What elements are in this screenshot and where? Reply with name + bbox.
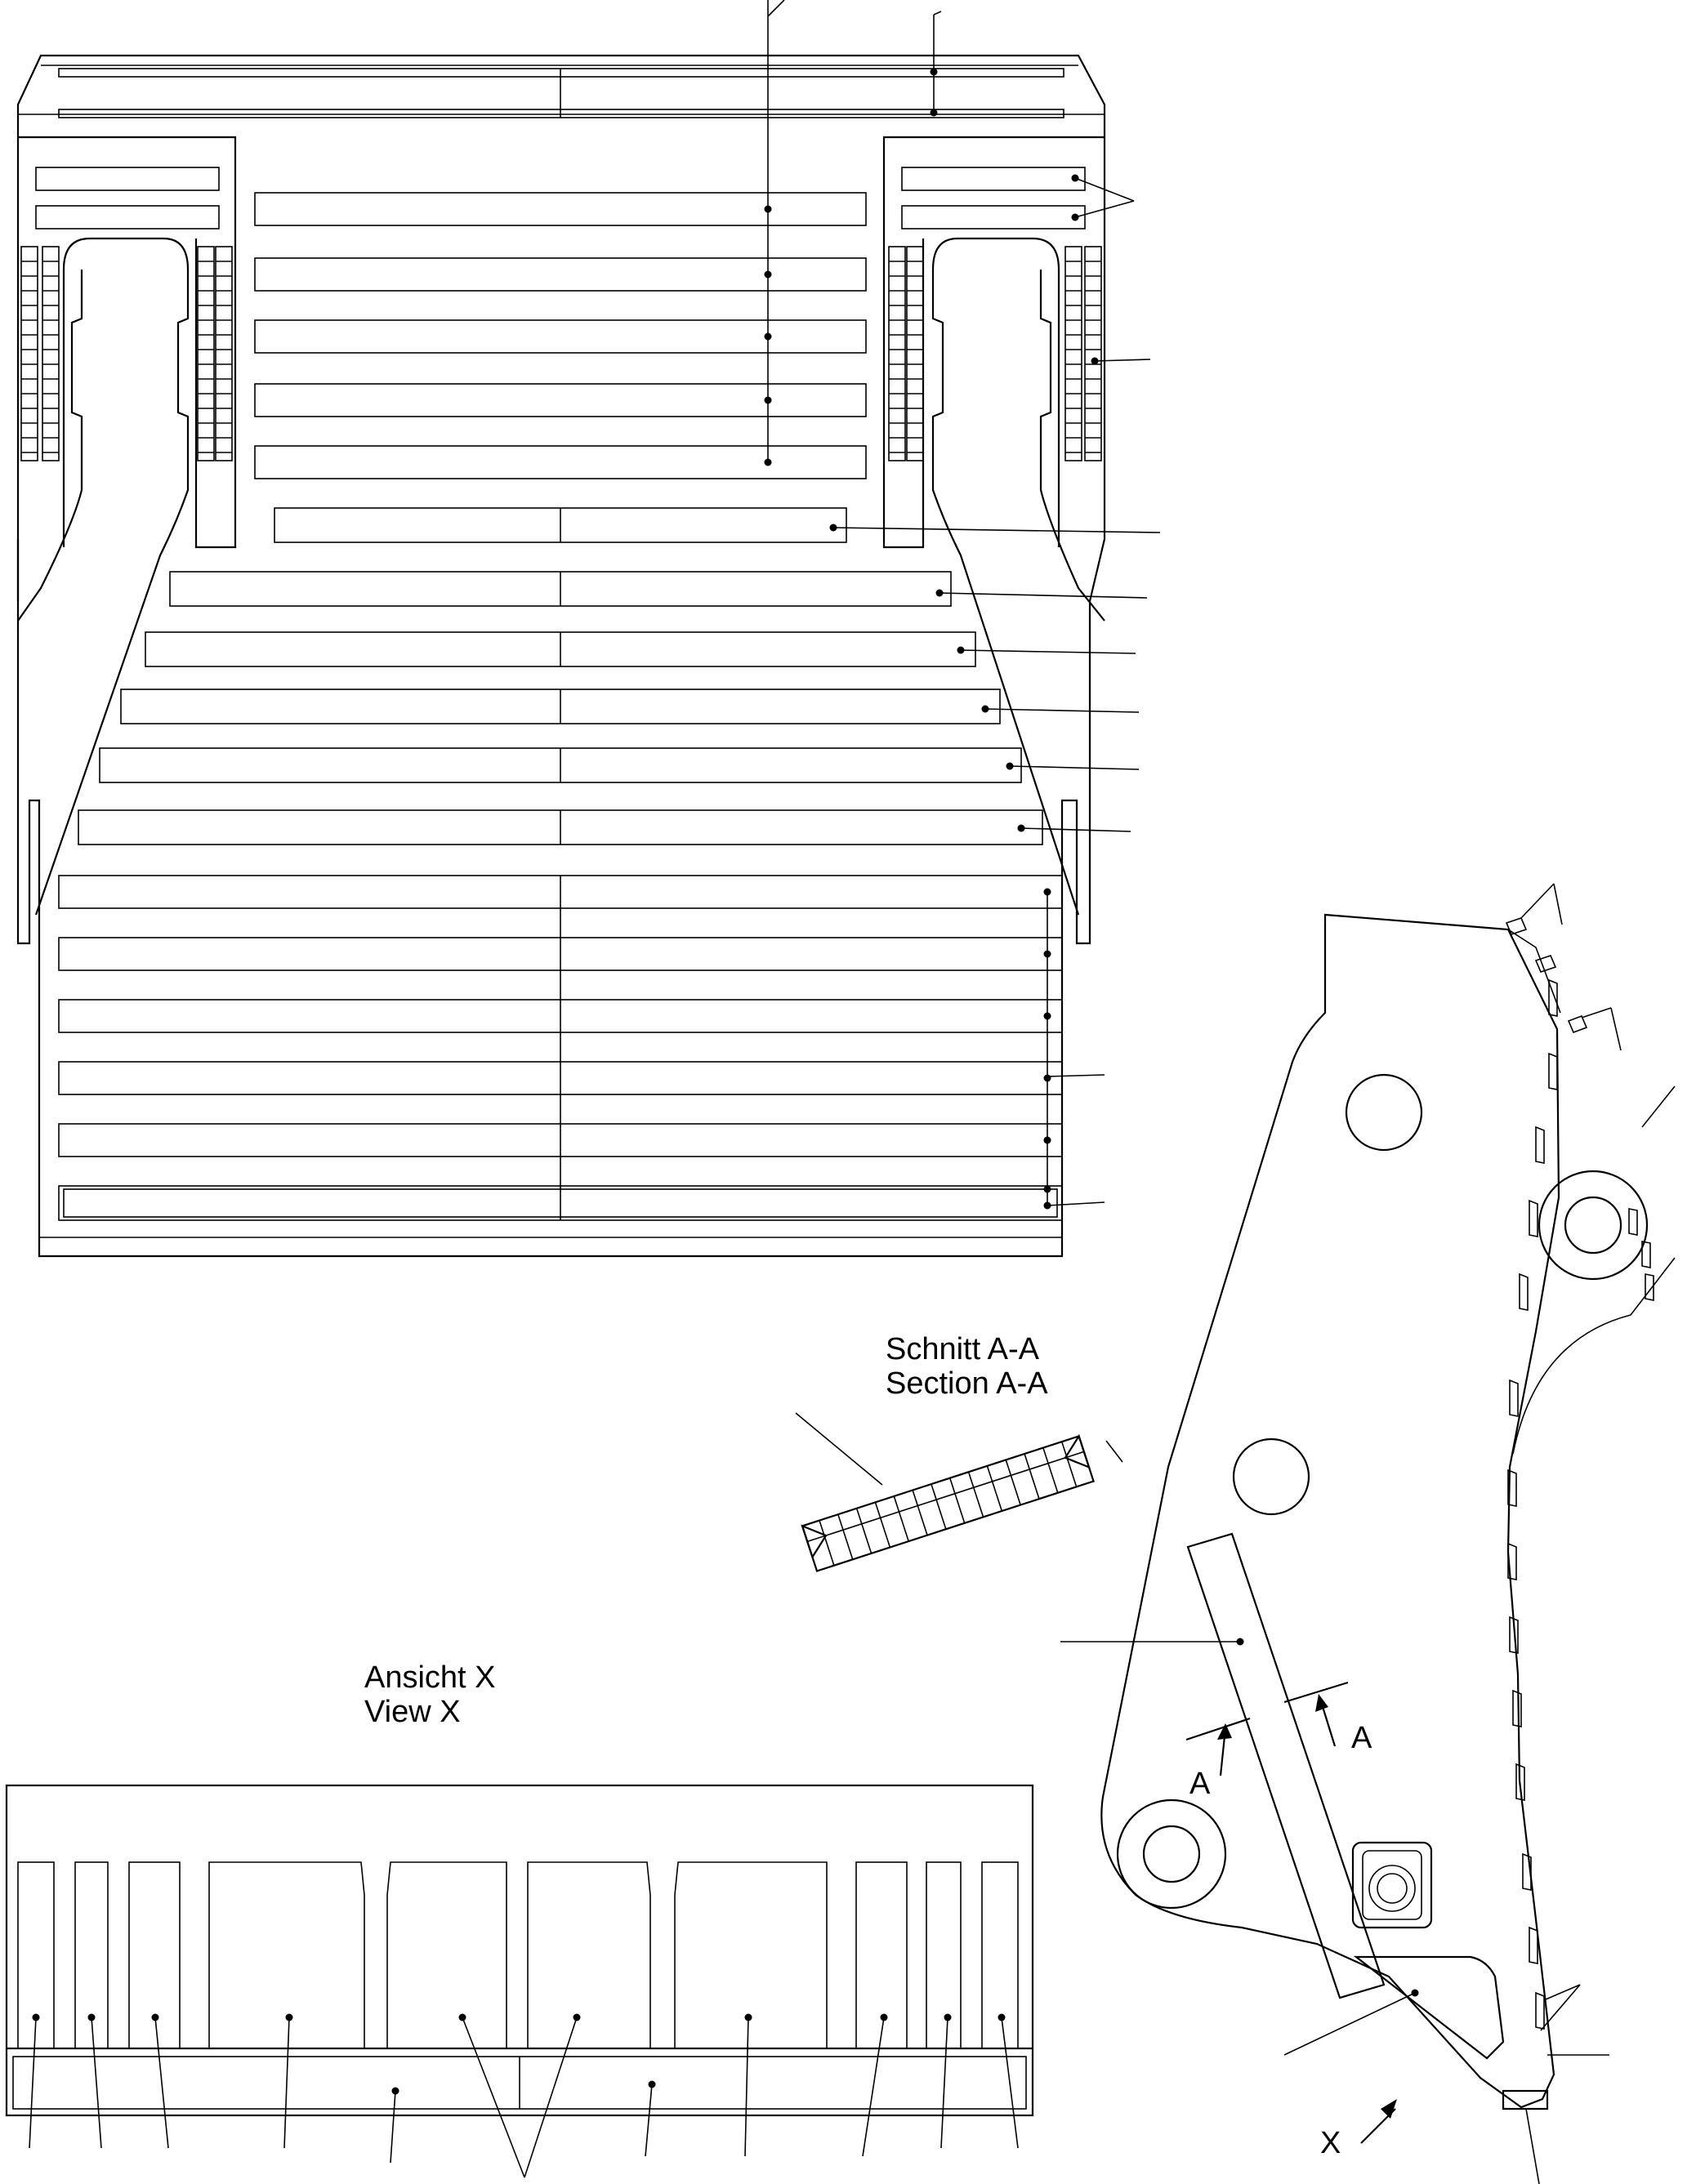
cut-plane-marks: A A	[1185, 1681, 1372, 1801]
pin-hole-middle	[1232, 1437, 1310, 1516]
shank-outline	[1100, 913, 1560, 2109]
view-x-arrow: X	[1320, 2099, 1397, 2160]
view-arrow-label: X	[1320, 2126, 1341, 2160]
section-title-en: Section A-A	[886, 1366, 1048, 1401]
top-rail-1	[58, 68, 1064, 78]
view-title-en: View X	[364, 1695, 461, 1729]
left-chain-columns	[20, 246, 233, 461]
pin-hole-nose-outer	[1538, 1170, 1649, 1281]
view-x: Ansicht X View X	[5, 1660, 1034, 2178]
pin-hole-bottom-inner	[1142, 1825, 1201, 1883]
pin-hole-top	[1345, 1073, 1423, 1152]
cut-marker-left: A	[1189, 1767, 1211, 1801]
top-rail-2	[58, 109, 1064, 118]
upper-wear-plates	[254, 0, 1151, 479]
pin-hole-nose-inner	[1564, 1196, 1622, 1255]
view-x-leaders	[29, 2013, 1019, 2178]
top-view	[16, 0, 1161, 1258]
view-title-de: Ansicht X	[364, 1660, 496, 1695]
view-x-plates	[17, 1861, 1019, 2049]
lower-wear-plates	[58, 507, 1161, 1221]
side-view: A A X	[1060, 883, 1676, 2184]
section-a-a: Schnitt A-A Section A-A	[795, 1332, 1123, 1572]
cut-marker-right: A	[1351, 1721, 1372, 1755]
pin-hole-bottom-outer	[1116, 1798, 1227, 1910]
mounting-block	[1351, 1841, 1433, 1929]
section-title-de: Schnitt A-A	[886, 1332, 1040, 1366]
right-chain-columns	[888, 246, 1102, 461]
top-view-outline	[16, 54, 1106, 1258]
side-wear-pads	[1507, 978, 1654, 2030]
